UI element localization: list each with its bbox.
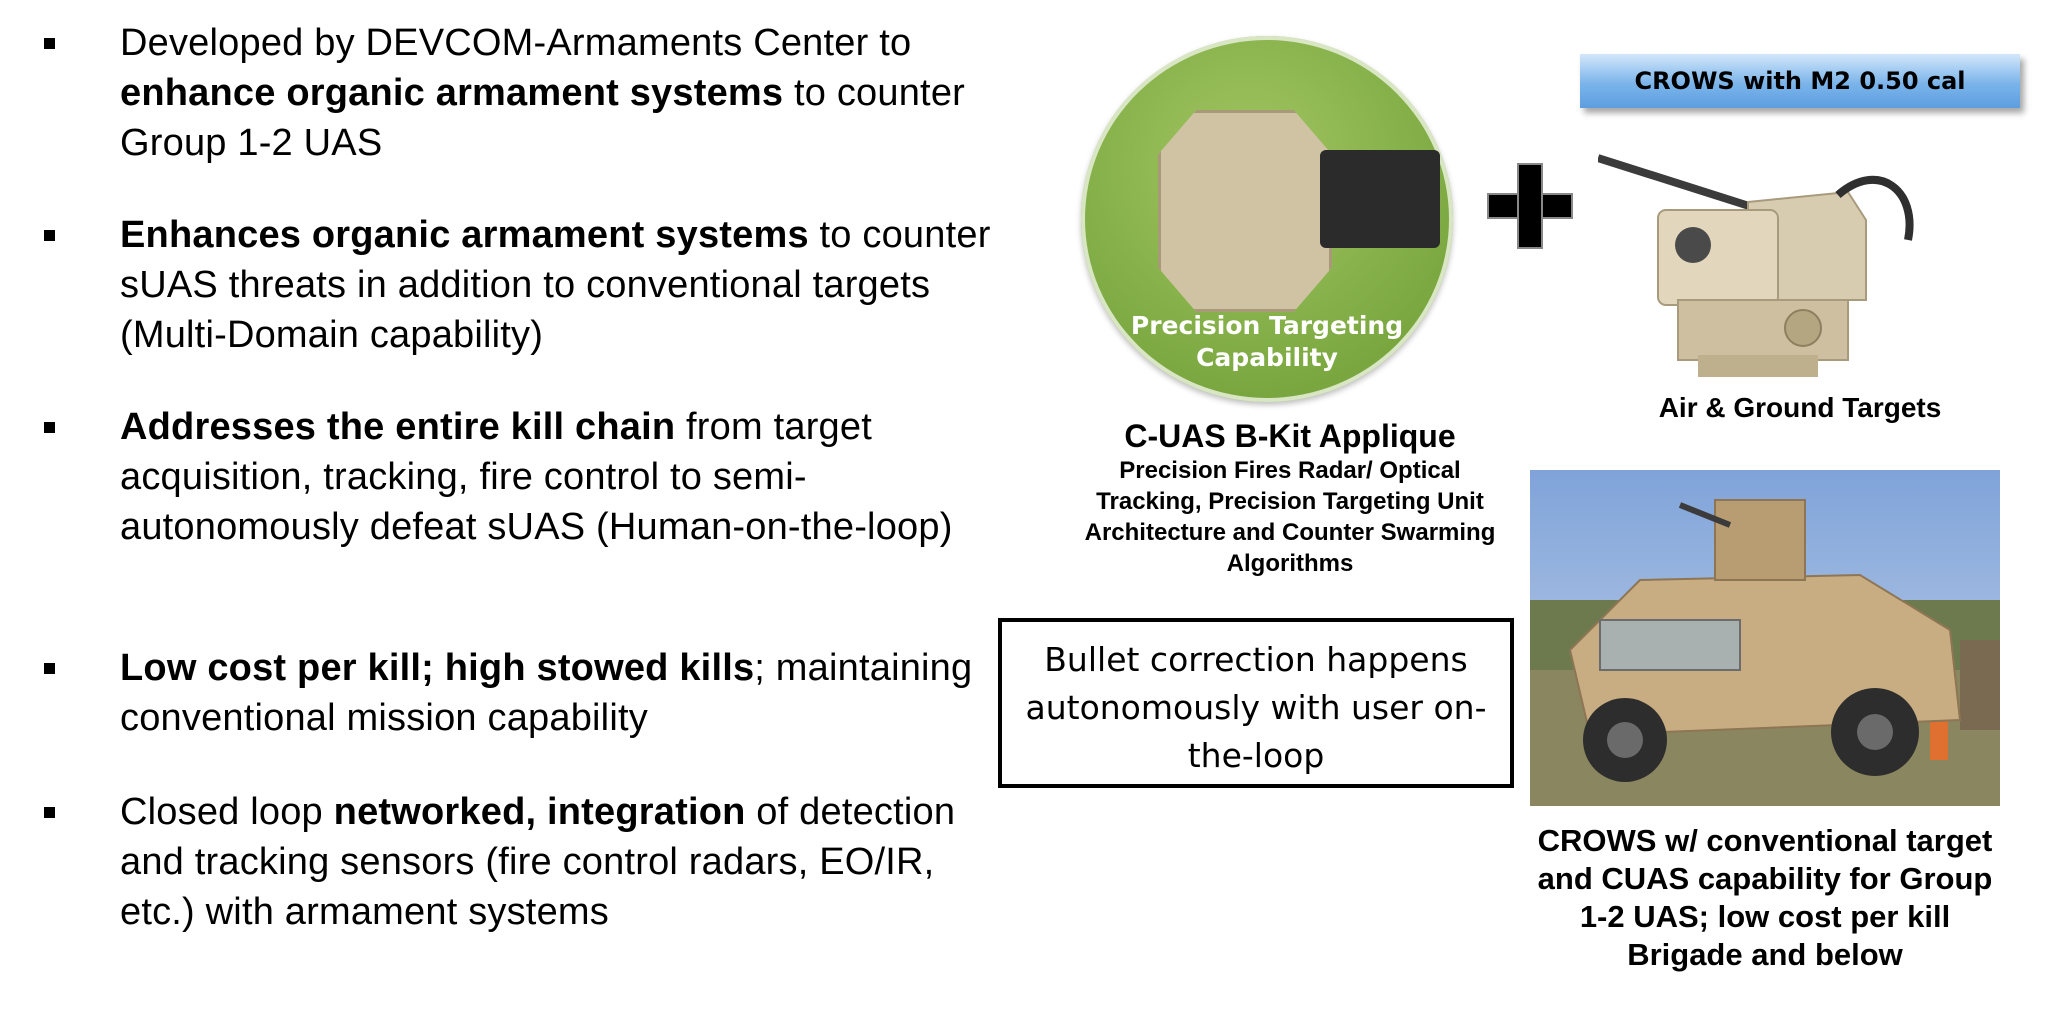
bullet-text: Closed loop networked, integration of de… — [120, 791, 956, 933]
bullet-text: Low cost per kill; high stowed kills; ma… — [120, 647, 973, 739]
bullet-marker — [44, 230, 55, 241]
circle-label: Precision Targeting Capability — [1130, 311, 1404, 372]
crows-turret-image — [1598, 154, 1914, 377]
crows-badge: CROWS with M2 0.50 cal — [1580, 54, 2020, 108]
bullet-text: Addresses the entire kill chain from tar… — [120, 406, 953, 548]
plus-icon — [1487, 163, 1573, 249]
crows-caption: CROWS w/ conventional target and CUAS ca… — [1537, 823, 1993, 972]
crows-vehicle-photo — [1530, 470, 2000, 806]
air-ground-label: Air & Ground Targets — [1658, 392, 1942, 423]
radar-panel-image — [1158, 110, 1332, 312]
cuas-title: C-UAS B-Kit Applique — [1124, 418, 1456, 454]
cuas-description: Precision Fires Radar/ Optical Tracking,… — [1084, 457, 1496, 577]
callout-box: Bullet correction happens autonomously w… — [998, 618, 1514, 788]
bullet-marker — [44, 807, 55, 818]
bullet-marker — [44, 422, 55, 433]
bullet-text: Developed by DEVCOM-Armaments Center to … — [120, 22, 966, 164]
bullet-marker — [44, 663, 55, 674]
bullet-text: Enhances organic armament systems to cou… — [120, 214, 991, 356]
bullet-marker — [44, 38, 55, 49]
control-unit-image — [1320, 150, 1440, 248]
